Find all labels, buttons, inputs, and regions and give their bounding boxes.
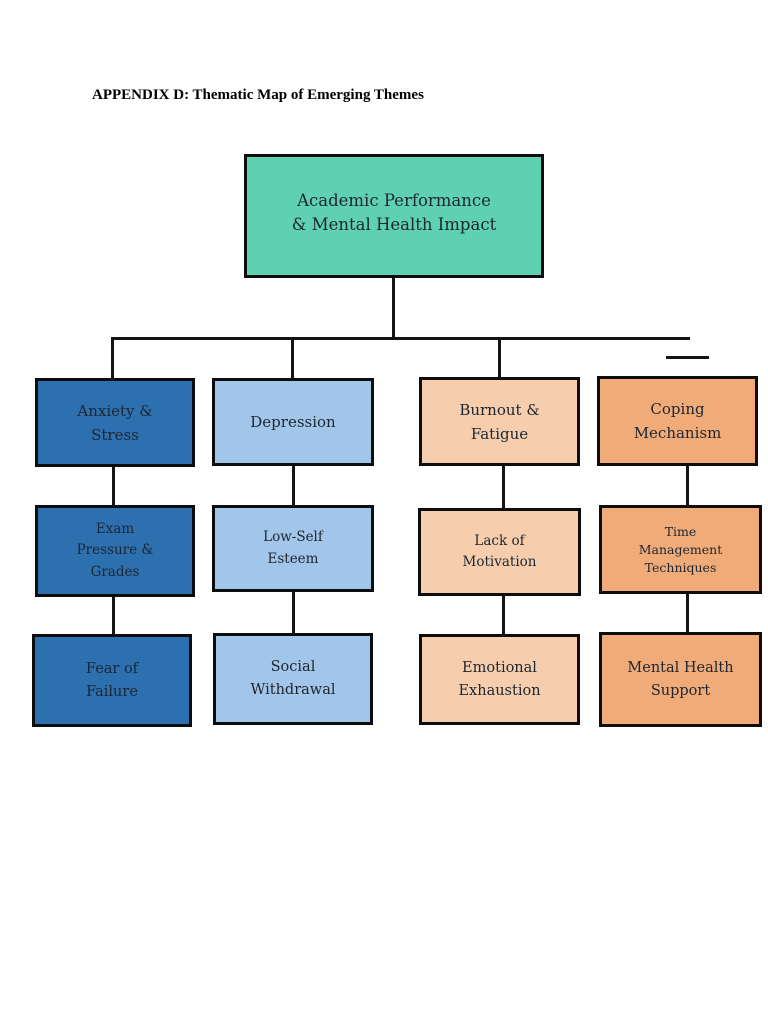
node-low-self-esteem: Low-Self Esteem <box>212 505 374 592</box>
node-burnout-fatigue: Burnout & Fatigue <box>419 377 580 466</box>
connector-col1-row1-row2 <box>112 466 115 506</box>
node-exam-pressure-grades: Exam Pressure & Grades <box>35 505 195 597</box>
node-social-withdrawal: Social Withdrawal <box>213 633 373 725</box>
connector-col3-row1-row2 <box>502 465 505 509</box>
node-depression: Depression <box>212 378 374 466</box>
connector-drop-col2 <box>291 339 294 378</box>
connector-col3-row2-row3 <box>502 595 505 635</box>
connector-col4-row1-row2 <box>686 465 689 506</box>
connector-col1-row2-row3 <box>112 596 115 635</box>
node-academic-performance: Academic Performance & Mental Health Imp… <box>244 154 544 278</box>
node-time-management-techniques: Time Management Techniques <box>599 505 762 594</box>
connector-col4-row2-row3 <box>686 593 689 633</box>
node-emotional-exhaustion: Emotional Exhaustion <box>419 634 580 725</box>
connector-drop-col3 <box>498 339 501 378</box>
appendix-title: APPENDIX D: Thematic Map of Emerging The… <box>92 87 424 103</box>
node-mental-health-support: Mental Health Support <box>599 632 762 727</box>
connector-drop-col1 <box>111 339 114 378</box>
connector-main-horizontal <box>111 337 690 340</box>
connector-col2-row1-row2 <box>292 465 295 506</box>
node-lack-of-motivation: Lack of Motivation <box>418 508 581 596</box>
connector-root-stem <box>392 277 395 338</box>
node-coping-mechanism: Coping Mechanism <box>597 376 758 466</box>
connector-stray-dash <box>666 356 709 359</box>
connector-col2-row2-row3 <box>292 591 295 634</box>
node-anxiety-stress: Anxiety & Stress <box>35 378 195 467</box>
node-fear-of-failure: Fear of Failure <box>32 634 192 727</box>
